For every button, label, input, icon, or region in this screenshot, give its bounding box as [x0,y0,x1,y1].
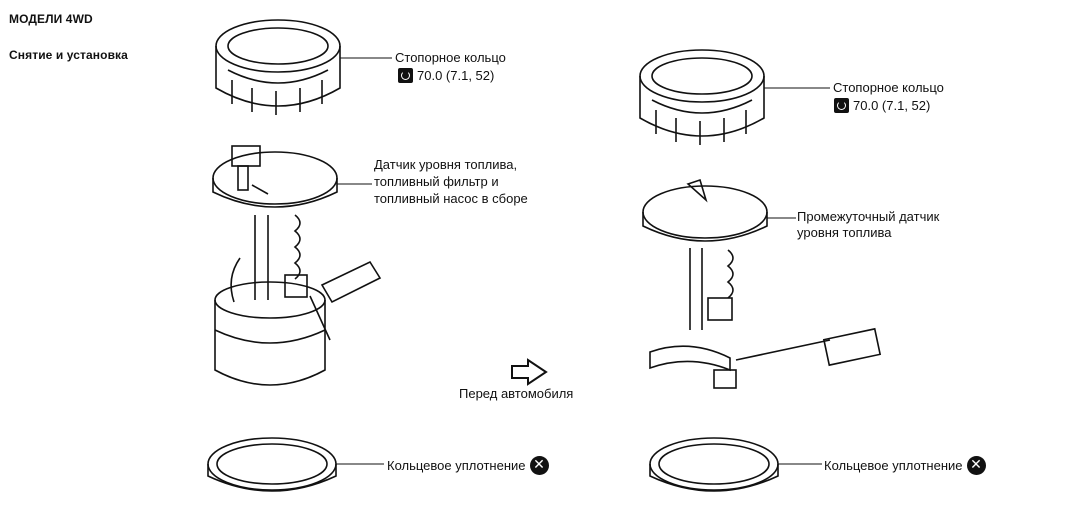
left-oring [207,437,337,492]
right-oring [649,437,779,492]
model-heading: МОДЕЛИ 4WD [9,12,93,26]
right-torque-value: 70.0 (7.1, 52) [853,98,931,113]
right-oring-callout: Кольцевое уплотнение ✕ [824,456,986,475]
front-arrow-icon [511,358,548,386]
left-unit-label-line3: топливный насос в сборе [374,191,528,206]
left-unit-label-line1: Датчик уровня топлива, [374,157,518,172]
section-heading: Снятие и установка [9,48,128,62]
left-unit-label-line2: топливный фильтр и [374,174,499,189]
right-sensor-label-line1: Промежуточный датчик [797,209,940,224]
right-oring-label: Кольцевое уплотнение [824,458,963,473]
left-oring-label: Кольцевое уплотнение [387,458,526,473]
left-lock-ring [215,19,341,115]
right-sensor-assembly [642,178,882,389]
wrench-torque-icon [834,98,849,113]
do-not-reuse-x-icon: ✕ [529,456,549,475]
left-torque-spec: 70.0 (7.1, 52) [398,68,494,83]
front-label: Перед автомобиля [459,386,574,401]
right-sensor-label-line2: уровня топлива [797,225,892,240]
wrench-torque-icon [398,68,413,83]
right-torque-spec: 70.0 (7.1, 52) [834,98,930,113]
right-lock-ring-label: Стопорное кольцо [833,80,944,95]
left-pump-assembly [212,145,382,386]
left-torque-value: 70.0 (7.1, 52) [417,68,495,83]
right-lock-ring [639,49,765,145]
left-lock-ring-label: Стопорное кольцо [395,50,506,65]
left-oring-callout: Кольцевое уплотнение ✕ [387,456,549,475]
do-not-reuse-x-icon: ✕ [966,456,986,475]
